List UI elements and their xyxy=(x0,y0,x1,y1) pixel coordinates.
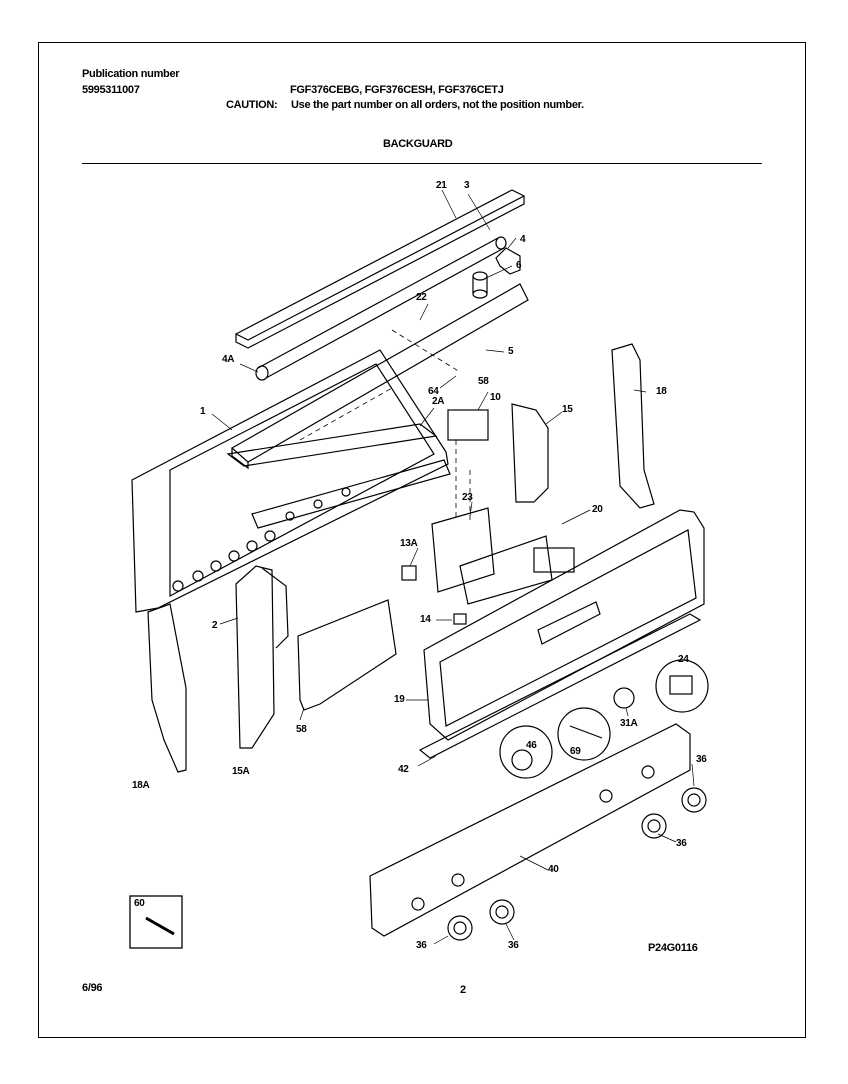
callout-label: 20 xyxy=(592,504,603,515)
diagram-code: P24G0116 xyxy=(648,942,698,954)
part-clip-14 xyxy=(453,613,467,625)
callout-leaders xyxy=(211,189,695,945)
knob-36-d xyxy=(681,787,707,813)
part-top-trim xyxy=(234,189,526,349)
part-bracket-20 xyxy=(533,547,575,573)
part-side-bracket-18A xyxy=(147,603,187,773)
part-trim-2A xyxy=(226,423,451,529)
header-divider xyxy=(82,163,762,164)
callout-label: 15A xyxy=(232,766,250,777)
callout-label: 36 xyxy=(416,940,427,951)
callout-label: 10 xyxy=(490,392,501,403)
part-bracket-4 xyxy=(495,247,521,275)
part-connector-13A xyxy=(401,565,417,581)
callout-label: 2 xyxy=(212,620,218,631)
part-backguard-panel xyxy=(131,349,449,613)
caution-text: Use the part number on all orders, not t… xyxy=(291,99,584,111)
page-frame xyxy=(38,42,806,1038)
part-end-cap-15A xyxy=(235,565,289,749)
callout-label: 64 xyxy=(428,386,439,397)
callout-label: 40 xyxy=(548,864,559,875)
callout-label: 69 xyxy=(570,746,581,757)
callout-label: 4A xyxy=(222,354,235,365)
callout-label: 18A xyxy=(132,780,150,791)
callout-label: 18 xyxy=(656,386,667,397)
page-number: 2 xyxy=(460,984,466,996)
callout-label: 21 xyxy=(436,180,447,191)
detail-screw-69 xyxy=(557,707,611,761)
callout-label: 6 xyxy=(516,260,522,271)
assembly-guide-lines xyxy=(299,329,471,520)
detail-switch-24 xyxy=(655,659,709,713)
publication-label: Publication number xyxy=(82,68,180,80)
part-manifold-panel-40 xyxy=(369,723,691,937)
caution-label: CAUTION: xyxy=(226,99,278,111)
model-numbers: FGF376CEBG, FGF376CESH, FGF376CETJ xyxy=(290,84,504,96)
callout-label: 58 xyxy=(296,724,307,735)
callout-label: 36 xyxy=(508,940,519,951)
publication-number: 5995311007 xyxy=(82,84,140,96)
part-side-bracket-18 xyxy=(611,343,655,509)
callout-label: 36 xyxy=(676,838,687,849)
callout-label: 1 xyxy=(200,406,206,417)
callout-label: 3 xyxy=(464,180,470,191)
footer-date: 6/96 xyxy=(82,982,103,994)
callout-label: 22 xyxy=(416,292,427,303)
callout-label: 31A xyxy=(620,718,638,729)
knob-36-c xyxy=(641,813,667,839)
callout-label: 5 xyxy=(508,346,514,357)
callout-label: 13A xyxy=(400,538,418,549)
knob-36-a xyxy=(447,915,473,941)
knob-36-b xyxy=(489,899,515,925)
callout-label: 24 xyxy=(678,654,689,665)
part-cap-31A xyxy=(613,687,635,709)
inset-part-label: 60 xyxy=(134,898,145,909)
part-switch-10 xyxy=(447,409,489,441)
callout-label: 58 xyxy=(478,376,489,387)
part-trim-bar-42 xyxy=(418,613,702,759)
detail-knob-46 xyxy=(499,725,553,779)
callout-label: 46 xyxy=(526,740,537,751)
part-cover-58 xyxy=(297,599,397,711)
callout-label: 42 xyxy=(398,764,409,775)
callout-label: 4 xyxy=(520,234,526,245)
inset-box-part-60 xyxy=(129,895,183,949)
callout-label: 23 xyxy=(462,492,473,503)
callout-label: 19 xyxy=(394,694,405,705)
section-title: BACKGUARD xyxy=(383,138,453,150)
part-control-panel xyxy=(423,509,705,741)
part-spacer-6 xyxy=(472,271,488,299)
callout-label: 14 xyxy=(420,614,431,625)
callout-label: 36 xyxy=(696,754,707,765)
callout-label: 15 xyxy=(562,404,573,415)
callout-label: 2A xyxy=(432,396,445,407)
part-end-cap-15 xyxy=(511,403,549,503)
part-tube xyxy=(255,236,507,381)
